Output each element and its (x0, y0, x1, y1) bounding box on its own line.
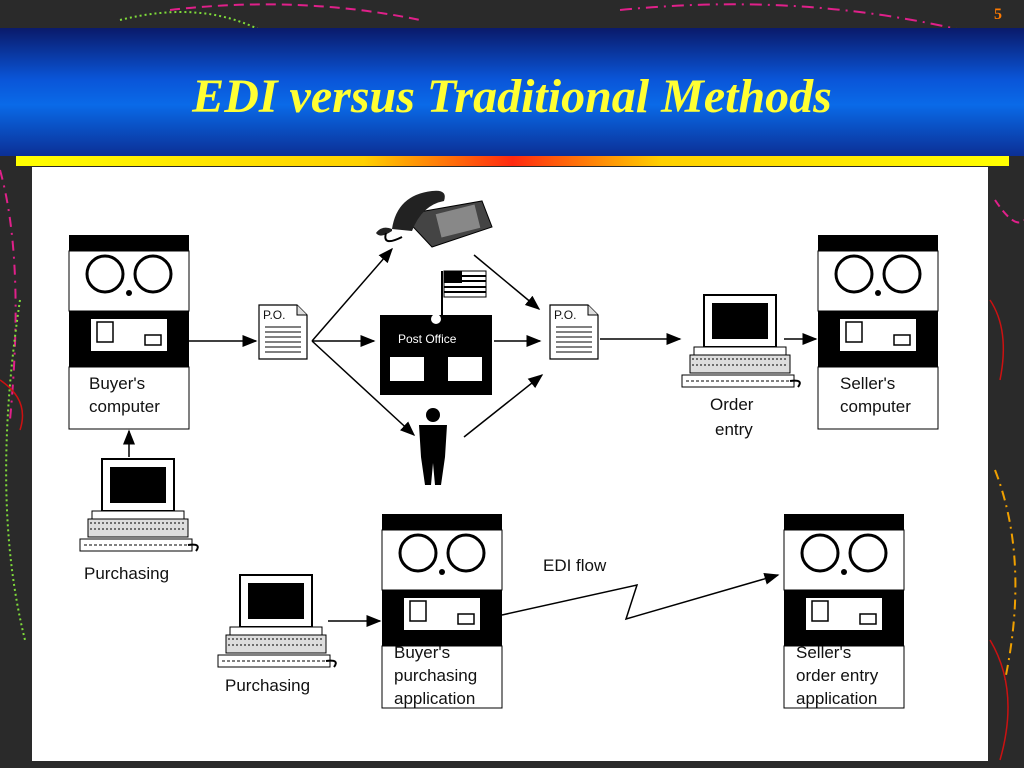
order-entry-pc-icon (681, 294, 801, 388)
purchasing-label-top: Purchasing (84, 564, 169, 583)
order-entry-label-1: Order (710, 395, 754, 414)
po-left-label: P.O. (263, 308, 285, 322)
purchasing-pc-icon (79, 458, 199, 552)
arrow-po-to-courier (311, 340, 416, 437)
edi-diagram: Buyer's computer Purchasing P.O. (67, 190, 940, 710)
buyer-app-label-3: application (394, 689, 475, 708)
arrow-courier-to-po (463, 374, 544, 438)
title-bar (0, 28, 1024, 156)
buyer-computer-label-2: computer (89, 397, 160, 416)
buyer-app-label-1: Buyer's (394, 643, 450, 662)
buyer-app-label-2: purchasing (394, 666, 477, 685)
edi-flow-label: EDI flow (543, 556, 607, 575)
seller-app-label-1: Seller's (796, 643, 851, 662)
seller-app-label-2: order entry (796, 666, 879, 685)
po-right-label: P.O. (554, 308, 576, 322)
seller-computer-icon: Seller's computer (816, 233, 940, 431)
post-office-sign: Post Office (398, 332, 457, 346)
seller-computer-label-2: computer (840, 397, 911, 416)
seller-computer-label-1: Seller's (840, 374, 895, 393)
telephone-icon (376, 190, 493, 248)
arrow-phone-to-po (473, 254, 541, 310)
purchasing-label-bottom: Purchasing (225, 676, 310, 695)
courier-person-icon (419, 408, 447, 485)
slide-title: EDI versus Traditional Methods (192, 70, 832, 123)
page-number: 5 (994, 6, 1002, 23)
seller-app-label-3: application (796, 689, 877, 708)
arrow-po-to-phone (311, 247, 393, 342)
post-office-icon: Post Office (380, 270, 492, 395)
order-entry-label-2: entry (715, 420, 753, 439)
po-document-left-icon: P.O. (258, 304, 308, 360)
buyer-computer-icon: Buyer's computer (67, 233, 191, 431)
title-underline (16, 156, 1009, 166)
po-document-right-icon: P.O. (549, 304, 599, 360)
edi-flow-arrow (501, 572, 780, 621)
purchasing-pc-edi-icon (217, 574, 337, 668)
seller-app-icon: Seller's order entry application (782, 512, 906, 710)
buyer-app-icon: Buyer's purchasing application (380, 512, 504, 710)
buyer-computer-label-1: Buyer's (89, 374, 145, 393)
